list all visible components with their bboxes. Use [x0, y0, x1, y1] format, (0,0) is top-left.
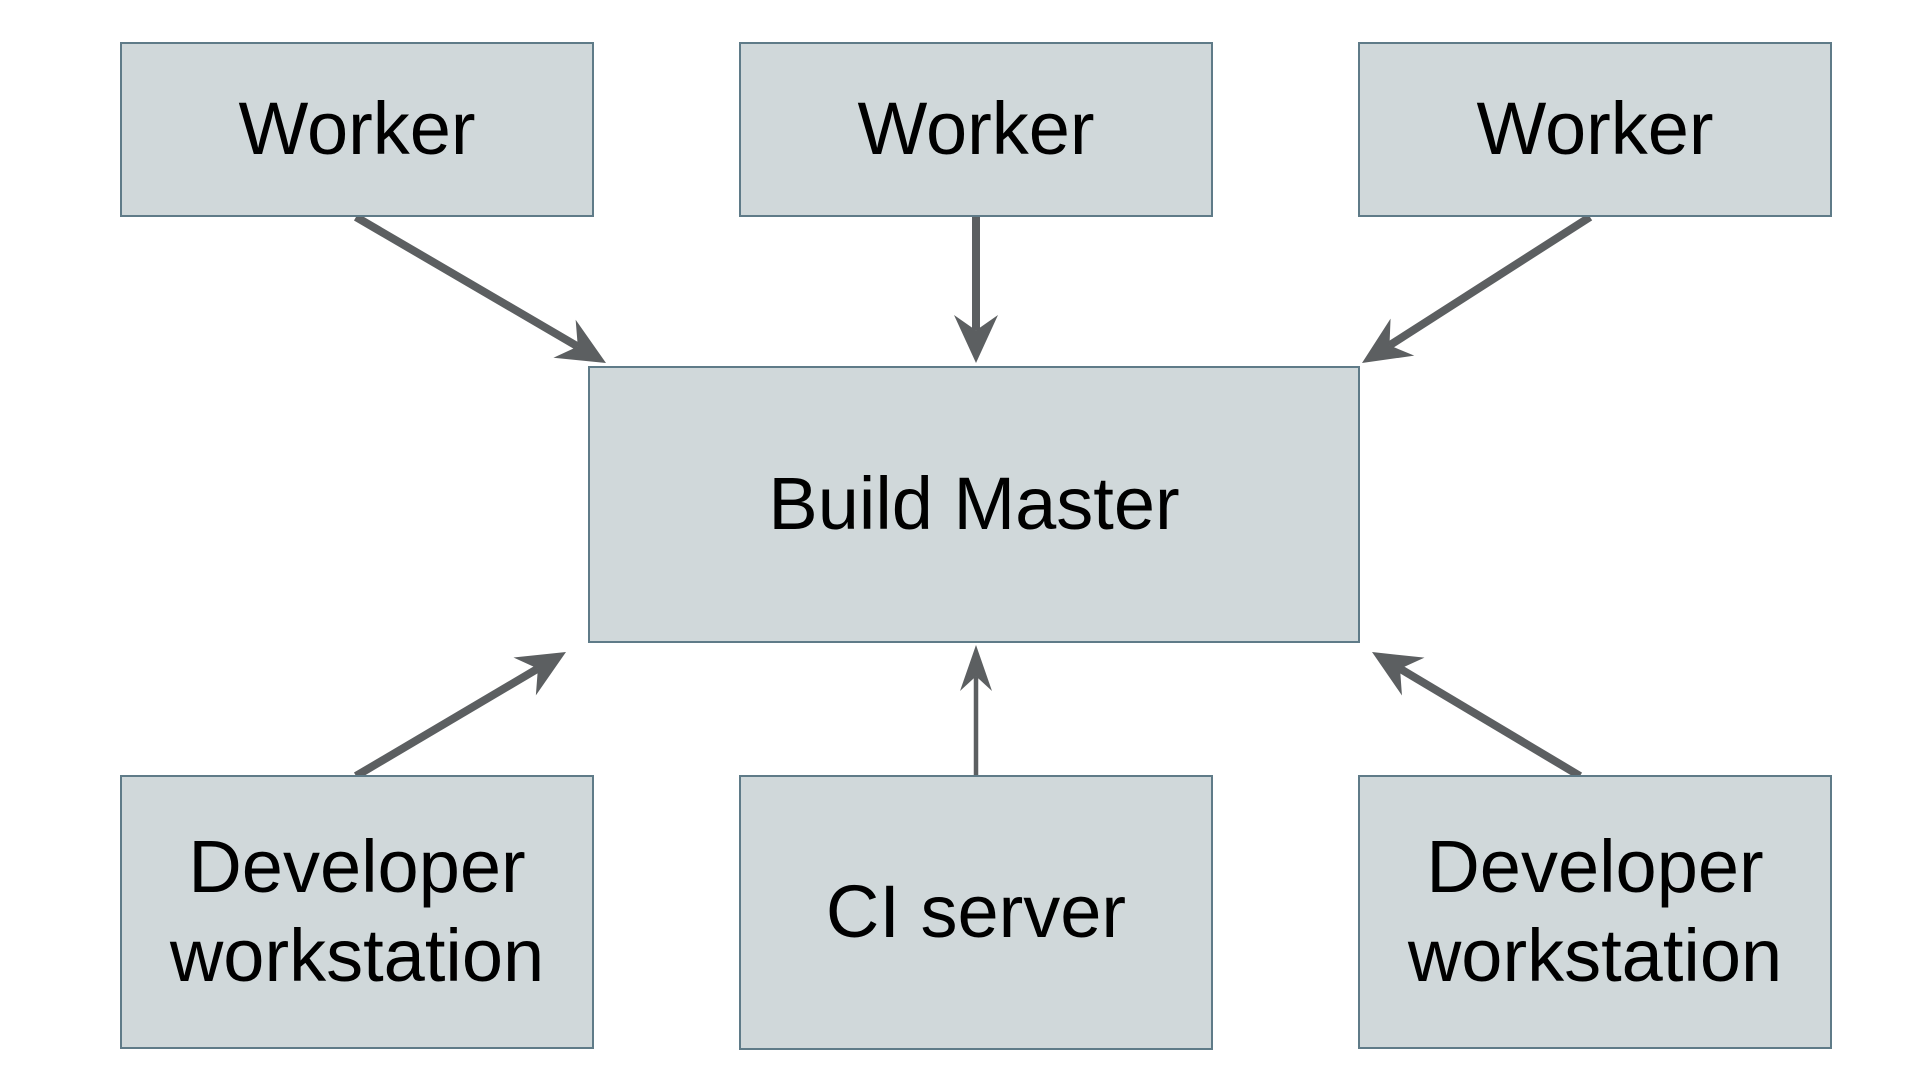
node-developer-workstation-right: Developer workstation — [1358, 775, 1832, 1049]
node-worker-1: Worker — [120, 42, 594, 217]
node-ci-server: CI server — [739, 775, 1213, 1050]
node-worker-1-label: Worker — [238, 87, 476, 171]
node-worker-3: Worker — [1358, 42, 1832, 217]
node-ci-server-label: CI server — [825, 870, 1127, 954]
arrow-worker-1-to-build-master — [353, 213, 606, 363]
node-developer-workstation-right-label: Developer workstation — [1407, 825, 1783, 997]
arrow-dev-ws-right-to-build-master — [1372, 652, 1583, 780]
node-developer-workstation-left-label: Developer workstation — [169, 825, 545, 997]
node-worker-2: Worker — [739, 42, 1213, 217]
arrow-ci-server-to-build-master — [960, 645, 992, 776]
node-worker-2-label: Worker — [857, 87, 1095, 171]
arrow-worker-2-to-build-master — [954, 217, 998, 363]
arrow-worker-3-to-build-master — [1362, 213, 1593, 363]
node-build-master-label: Build Master — [768, 462, 1180, 546]
node-build-master: Build Master — [588, 366, 1360, 643]
node-worker-3-label: Worker — [1476, 87, 1714, 171]
arrow-dev-ws-left-to-build-master — [353, 652, 566, 780]
node-developer-workstation-left: Developer workstation — [120, 775, 594, 1049]
